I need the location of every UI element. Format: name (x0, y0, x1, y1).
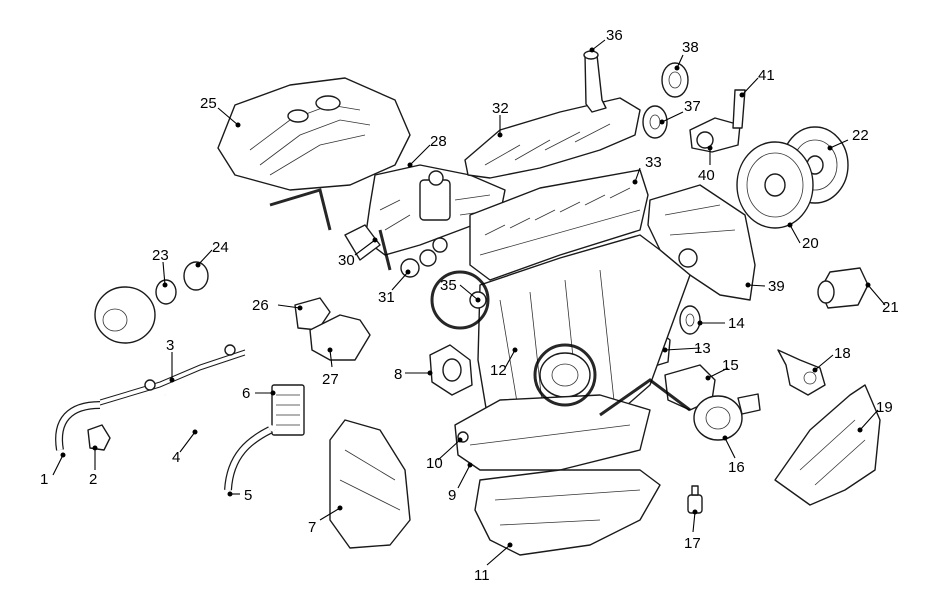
callout-24: 24 (212, 239, 229, 256)
callout-15: 15 (722, 357, 739, 374)
oil-level-sensor (687, 485, 703, 514)
callout-33: 33 (645, 154, 662, 171)
callout-16: 16 (728, 459, 745, 476)
callout-27: 27 (322, 371, 339, 388)
callout-40: 40 (698, 167, 715, 184)
engine-block (477, 234, 691, 446)
manifold-gaskets (344, 224, 448, 278)
coolant-hose (162, 393, 277, 434)
callout-23: 23 (152, 247, 169, 264)
callout-36: 36 (606, 27, 623, 44)
alternator-pulley (155, 279, 177, 305)
flywheel (736, 141, 814, 229)
watermark (269, 188, 691, 417)
callout-30: 30 (338, 252, 355, 269)
callout-25: 25 (200, 95, 217, 112)
fuel-rail (99, 344, 246, 406)
thermostat-housing (294, 297, 331, 331)
crankshaft-seal-housing (429, 344, 473, 396)
callout-8: 8 (394, 366, 402, 383)
water-hose (224, 426, 272, 491)
freewheel-pulley (183, 261, 209, 291)
ladder-frame (454, 394, 651, 471)
oil-pan (474, 469, 661, 556)
valve-cover (464, 97, 641, 179)
callout-3: 3 (166, 337, 174, 354)
oil-cooler (271, 384, 305, 436)
timing-cover (647, 184, 756, 301)
alternator (94, 286, 156, 344)
callout-10: 10 (426, 455, 443, 472)
tensioner-pulley (679, 305, 701, 335)
callout-38: 38 (682, 39, 699, 56)
water-outlet (309, 314, 371, 361)
heat-shield (774, 384, 881, 506)
callout-4: 4 (172, 449, 180, 466)
tensioner-bracket (689, 89, 746, 153)
engine-cover (217, 77, 411, 191)
oil-filler-tube (583, 50, 607, 113)
callout-9: 9 (448, 487, 456, 504)
fuel-pipe (55, 401, 101, 451)
callout-18: 18 (834, 345, 851, 362)
callout-7: 7 (308, 519, 316, 536)
callout-35: 35 (440, 277, 457, 294)
mounting-bracket (777, 349, 826, 396)
callout-5: 5 (244, 487, 252, 504)
callout-41: 41 (758, 67, 775, 84)
callout-14: 14 (728, 315, 745, 332)
callout-20: 20 (802, 235, 819, 252)
callout-22: 22 (852, 127, 869, 144)
callout-6: 6 (242, 385, 250, 402)
callout-37: 37 (684, 98, 701, 115)
callout-39: 39 (768, 278, 785, 295)
callout-1: 1 (40, 471, 48, 488)
callout-31: 31 (378, 289, 395, 306)
callout-leader-lines (52, 39, 886, 566)
timing-belt-cover (329, 419, 411, 549)
camshaft-sprocket-38 (661, 62, 689, 98)
callout-28: 28 (430, 133, 447, 150)
callout-11: 11 (474, 567, 490, 584)
callout-32: 32 (492, 100, 509, 117)
callout-21: 21 (882, 299, 899, 316)
cylinder-head (469, 169, 649, 281)
callout-26: 26 (252, 297, 269, 314)
starter-motor (817, 267, 869, 309)
callout-numbers: 1 2 3 4 5 6 7 8 9 10 11 12 13 14 15 16 1… (40, 27, 899, 584)
callout-2: 2 (89, 471, 97, 488)
camshaft-sprocket-37 (642, 105, 668, 139)
callout-19: 19 (876, 399, 893, 416)
pressure-valve (87, 424, 111, 451)
callout-12: 12 (490, 362, 507, 379)
turbocharger (664, 364, 761, 441)
callout-17: 17 (684, 535, 701, 552)
callout-13: 13 (694, 340, 711, 357)
